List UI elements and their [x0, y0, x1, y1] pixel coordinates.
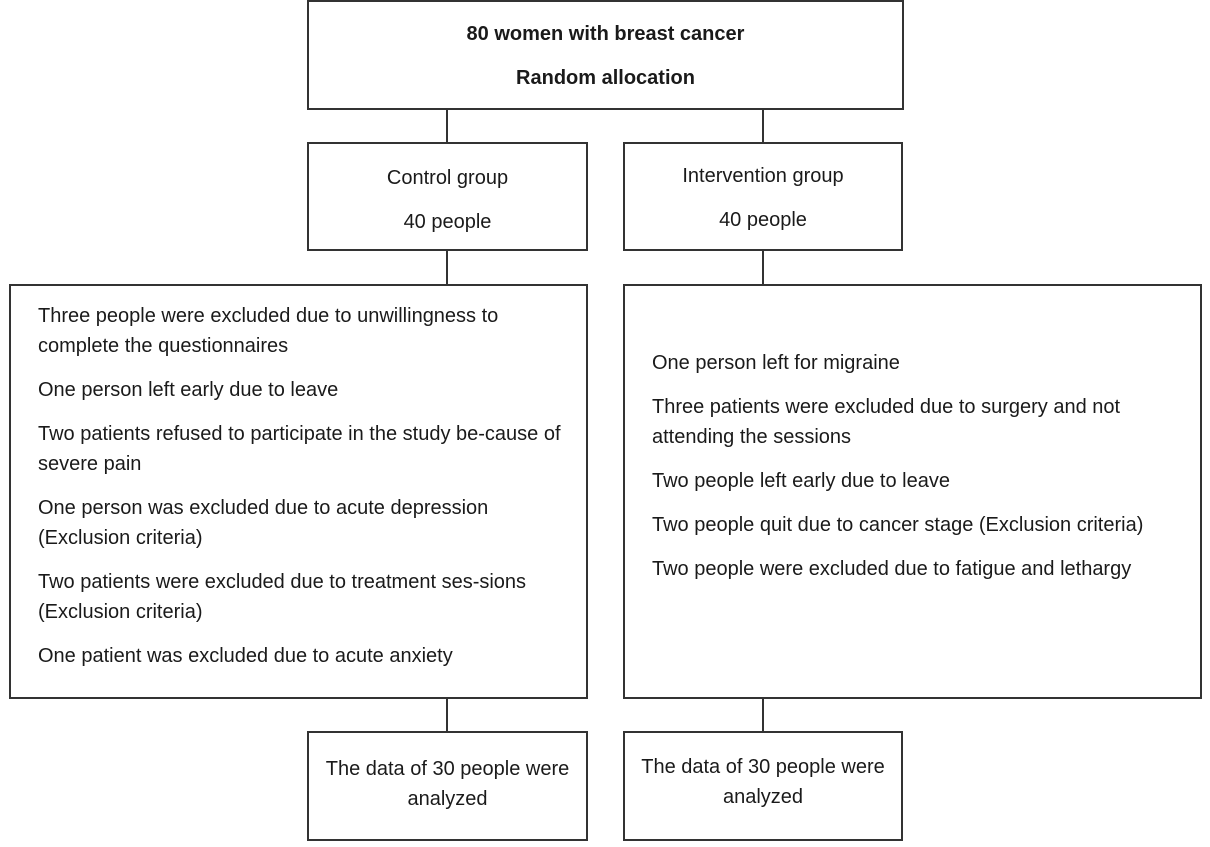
intervention-result-box: The data of 30 people were analyzed: [623, 731, 903, 841]
list-item: One person was excluded due to acute dep…: [38, 497, 489, 549]
list-item: Two people left early due to leave: [652, 470, 950, 492]
intervention-group-count: 40 people: [719, 209, 807, 231]
connector-control-to-exclusions: [446, 251, 448, 284]
connector-top-to-control: [446, 110, 448, 142]
list-item: One person left for migraine: [652, 352, 900, 374]
control-group-name: Control group: [386, 167, 509, 189]
control-exclusions-box: Three people were excluded due to unwill…: [9, 284, 588, 699]
list-item: One patient was excluded due to acute an…: [38, 645, 453, 667]
intervention-group-box: Intervention group 40 people: [623, 142, 903, 251]
enrollment-box: 80 women with breast cancer Random alloc…: [307, 0, 904, 110]
connector-intervention-exclusions-to-result: [762, 699, 764, 731]
list-item: Two patients refused to participate in t…: [38, 423, 561, 475]
control-group-count: 40 people: [403, 211, 492, 233]
allocation-label: Random allocation: [516, 67, 695, 89]
connector-top-to-intervention: [762, 110, 764, 142]
enrollment-total: 80 women with breast cancer: [466, 23, 745, 45]
list-item: Two people were excluded due to fatigue …: [652, 558, 1132, 580]
list-item: Two people quit due to cancer stage (Exc…: [652, 514, 1144, 536]
control-result-box: The data of 30 people were analyzed: [307, 731, 588, 841]
connector-control-exclusions-to-result: [446, 699, 448, 731]
intervention-group-name: Intervention group: [682, 165, 844, 187]
control-result-text: The data of 30 people were analyzed: [325, 758, 570, 810]
list-item: Two patients were excluded due to treatm…: [38, 571, 527, 623]
list-item: Three people were excluded due to unwill…: [38, 305, 499, 357]
intervention-result-text: The data of 30 people were analyzed: [641, 756, 885, 808]
intervention-exclusions-list: One person left for migraine Three patie…: [652, 348, 1180, 584]
list-item: Three patients were excluded due to surg…: [652, 396, 1121, 448]
intervention-exclusions-box: One person left for migraine Three patie…: [623, 284, 1202, 699]
connector-intervention-to-exclusions: [762, 251, 764, 284]
control-exclusions-list: Three people were excluded due to unwill…: [38, 301, 566, 671]
control-group-box: Control group 40 people: [307, 142, 588, 251]
list-item: One person left early due to leave: [38, 379, 339, 401]
